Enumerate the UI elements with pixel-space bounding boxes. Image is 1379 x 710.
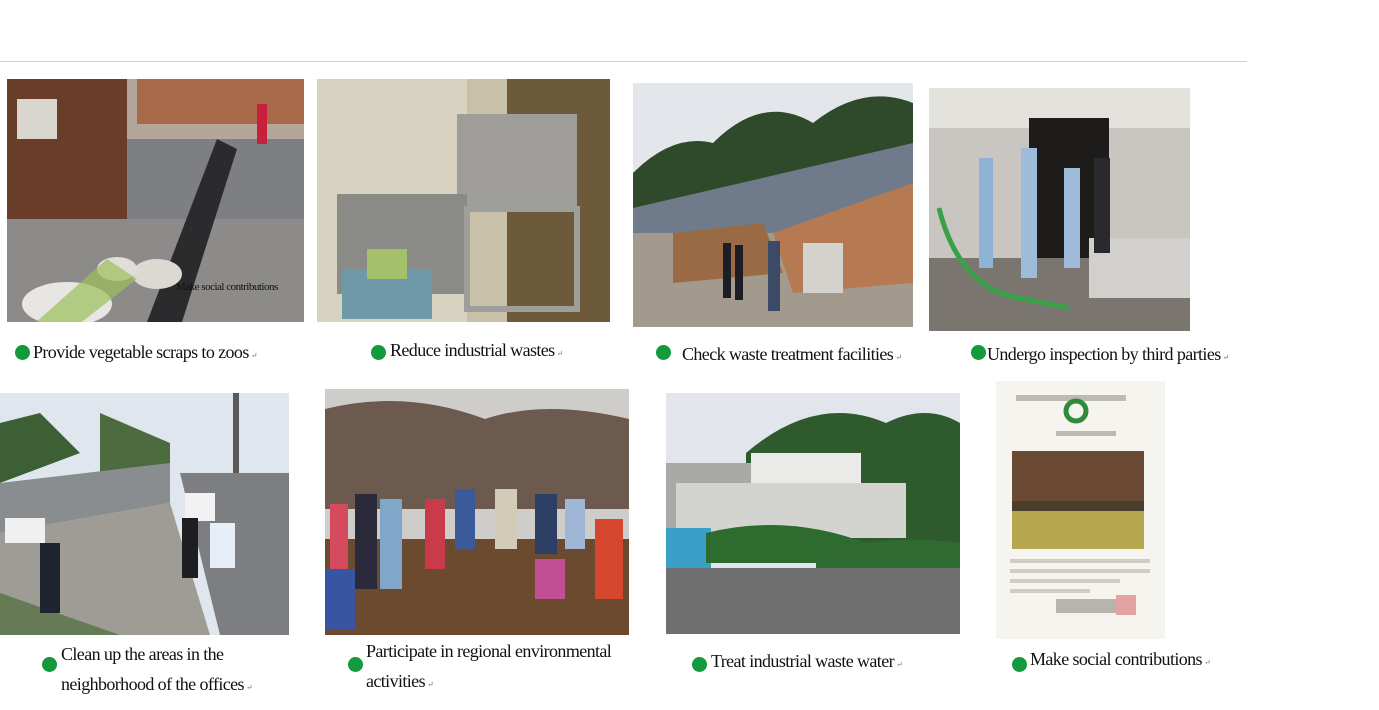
goats-photo [7, 79, 304, 322]
certificate-photo [996, 381, 1165, 639]
bullet-icon [692, 657, 707, 672]
bullet-icon [42, 657, 57, 672]
treatment-plant-photo [666, 393, 960, 634]
demolition-site-photo [633, 83, 913, 327]
top-divider [0, 61, 1247, 62]
bullet-icon [1012, 657, 1027, 672]
street-cleanup-photo [0, 393, 289, 635]
planting-photo [325, 389, 629, 635]
bullet-icon [371, 345, 386, 360]
caption-social-contributions: Make social contributions↵ [1030, 649, 1211, 669]
caption-industrial-wastes: Reduce industrial wastes↵ [390, 340, 563, 360]
photo-overlay-label: Make social contributions [176, 281, 278, 293]
crusher-machine-photo [317, 79, 610, 322]
caption-waste-facilities: Check waste treatment facilities↵ [682, 344, 902, 364]
bullet-icon [15, 345, 30, 360]
caption-third-party-inspection: Undergo inspection by third parties↵ [987, 344, 1229, 364]
bullet-icon [348, 657, 363, 672]
caption-cleanup: Clean up the areas in the neighborhood o… [61, 644, 253, 694]
inspection-photo [929, 88, 1190, 331]
bullet-icon [656, 345, 671, 360]
bullet-icon [971, 345, 986, 360]
caption-waste-water: Treat industrial waste water↵ [711, 651, 903, 671]
caption-regional-activities: Participate in regional environmental ac… [366, 641, 612, 691]
caption-vegetable-scraps: Provide vegetable scraps to zoos↵ [33, 342, 257, 362]
